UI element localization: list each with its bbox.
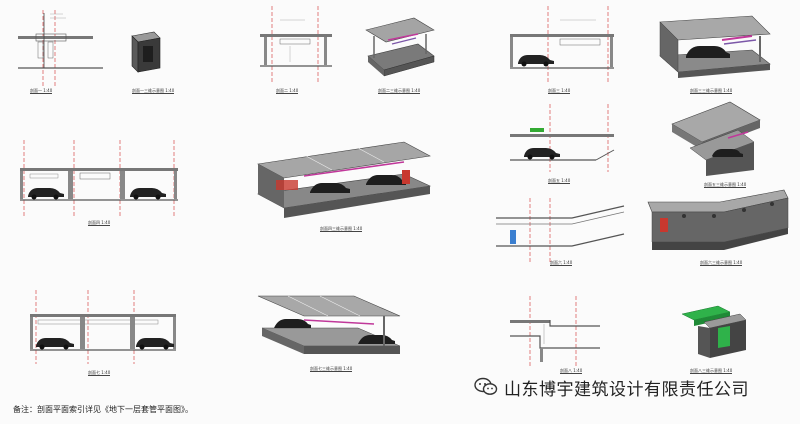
caption: 剖面五 1:40 [548,178,571,184]
section-8-drawing [500,296,608,370]
section-7-drawing [18,290,184,366]
caption: 剖面四三维示意图 1:40 [320,226,363,232]
caption: 剖面五三维示意图 1:40 [704,182,747,188]
caption: 剖面二三维示意图 1:40 [378,88,421,94]
caption: 剖面三三维示意图 1:40 [690,88,733,94]
section-5-3d [668,98,764,178]
company-name: 山东博宇建筑设计有限责任公司 [504,379,749,400]
section-1-3d [126,28,166,76]
section-4-drawing [10,140,188,218]
caption: 剖面三 1:40 [548,88,571,94]
section-8-3d [678,300,748,362]
section-6-3d [644,188,792,254]
section-2-3d [358,16,440,78]
section-4-3d [254,140,434,222]
section-1-drawing [8,8,108,88]
caption: 剖面八三维示意图 1:40 [690,368,733,374]
caption: 剖面七 1:40 [88,370,111,376]
section-3-drawing [500,6,622,84]
caption: 剖面一三维示意图 1:40 [132,88,175,94]
footnote: 备注：剖面平面索引详见《地下一层套管平面图》。 [13,405,193,414]
caption: 剖面六 1:40 [550,260,573,266]
section-3-3d [652,12,776,82]
wechat-icon [474,377,498,395]
section-6-drawing [492,198,628,264]
caption: 剖面四 1:40 [88,220,111,226]
section-7-3d [254,290,404,362]
watermark: 山东博宇建筑设计有限责任公司 [474,376,749,400]
caption: 剖面六三维示意图 1:40 [700,260,743,266]
section-5-drawing [500,104,622,174]
caption: 剖面一 1:40 [30,88,53,94]
caption: 剖面二 1:40 [276,88,299,94]
caption: 剖面八 1:40 [560,368,583,374]
section-2-drawing [250,6,340,84]
caption: 剖面七三维示意图 1:40 [310,366,353,372]
